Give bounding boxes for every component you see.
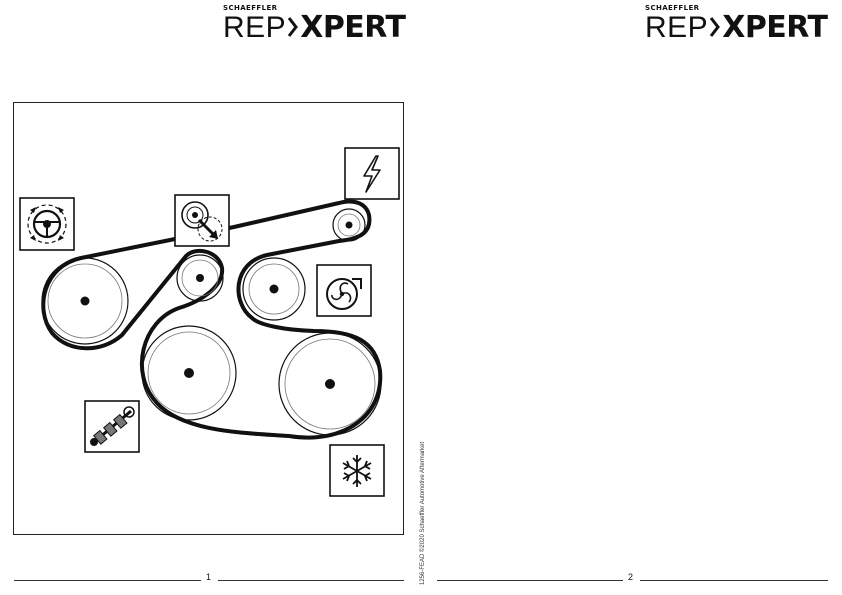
water-pump-icon	[316, 264, 372, 317]
pulley-water-pump	[242, 257, 306, 321]
crankshaft-icon	[84, 400, 140, 453]
publication-code: 1256-FEAD ©2020 Schaeffler Automotive Af…	[420, 441, 426, 585]
drive-belt	[41, 199, 383, 440]
footer-rule-right	[218, 580, 404, 581]
alternator-lightning-icon	[344, 147, 400, 200]
logo-chevron-icon	[710, 17, 721, 37]
page-number: 2	[628, 572, 634, 582]
air-conditioning-snowflake-icon	[329, 444, 385, 497]
logo-wordmark: REP XPERT	[223, 13, 406, 43]
power-steering-icon	[19, 197, 75, 251]
belt-tensioner-icon	[174, 194, 230, 247]
logo-chevron-icon	[288, 17, 299, 37]
pulley-air-conditioning	[278, 332, 382, 436]
belt-routing-diagram	[13, 102, 404, 535]
logo-brand-small: SCHAEFFLER	[223, 4, 278, 12]
pulley-power-steering	[41, 257, 129, 345]
schaeffler-repxpert-logo: SCHAEFFLER REP XPERT	[645, 4, 828, 43]
logo-xpert-text: XPERT	[722, 10, 828, 45]
logo-xpert-text: XPERT	[300, 10, 406, 45]
pulley-crankshaft	[141, 325, 237, 421]
logo-brand-small: SCHAEFFLER	[645, 4, 700, 12]
logo-rep-text: REP	[223, 11, 287, 44]
pulley-tensioner	[176, 254, 224, 302]
logo-wordmark: REP XPERT	[645, 13, 828, 43]
footer-rule-left	[14, 580, 201, 581]
belt-diagram-svg	[19, 147, 400, 497]
logo-rep-text: REP	[645, 11, 709, 44]
schaeffler-repxpert-logo: SCHAEFFLER REP XPERT	[223, 4, 406, 43]
footer-rule-left	[437, 580, 623, 581]
pulley-alternator	[332, 208, 366, 242]
page-number: 1	[206, 572, 212, 582]
footer-rule-right	[640, 580, 828, 581]
